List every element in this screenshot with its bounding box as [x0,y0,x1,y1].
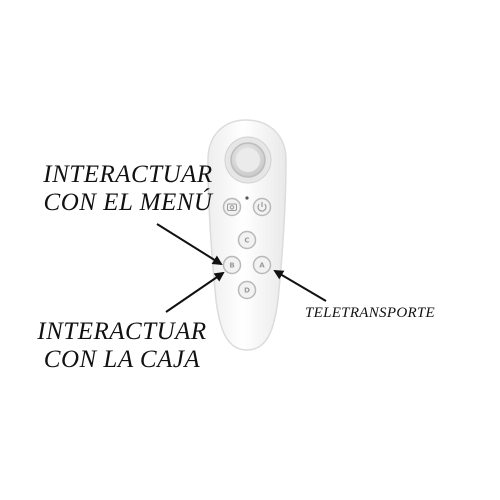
camera-icon [227,203,237,211]
label-box-interaction: INTERACTUAR CON LA CAJA [22,318,222,374]
button-c[interactable]: C [237,230,257,250]
joystick-icon[interactable] [224,136,272,184]
label-teleport-text: TELETRANSPORTE [304,305,436,321]
button-b-letter: B [229,262,234,270]
arrow-menu [156,223,223,266]
label-menu-interaction: INTERACTUAR CON EL MENÚ [28,161,228,217]
label-box-line1: INTERACTUAR [37,318,207,345]
arrow-teleport [273,269,327,302]
button-a[interactable]: A [252,255,272,275]
power-button[interactable] [252,197,272,217]
power-icon [257,202,267,212]
button-b[interactable]: B [222,255,242,275]
remote-controller: C B A D [207,119,287,351]
button-c-letter: C [244,237,249,245]
indicator-light [245,196,249,200]
label-menu-line1: INTERACTUAR [43,161,213,188]
camera-button[interactable] [222,197,242,217]
label-menu-line2: CON EL MENÚ [43,189,213,216]
label-box-line2: CON LA CAJA [43,346,201,373]
button-d-letter: D [244,287,250,295]
arrow-box [165,271,225,313]
button-a-letter: A [259,262,265,270]
button-d[interactable]: D [237,280,257,300]
label-teleport: TELETRANSPORTE [290,305,450,322]
